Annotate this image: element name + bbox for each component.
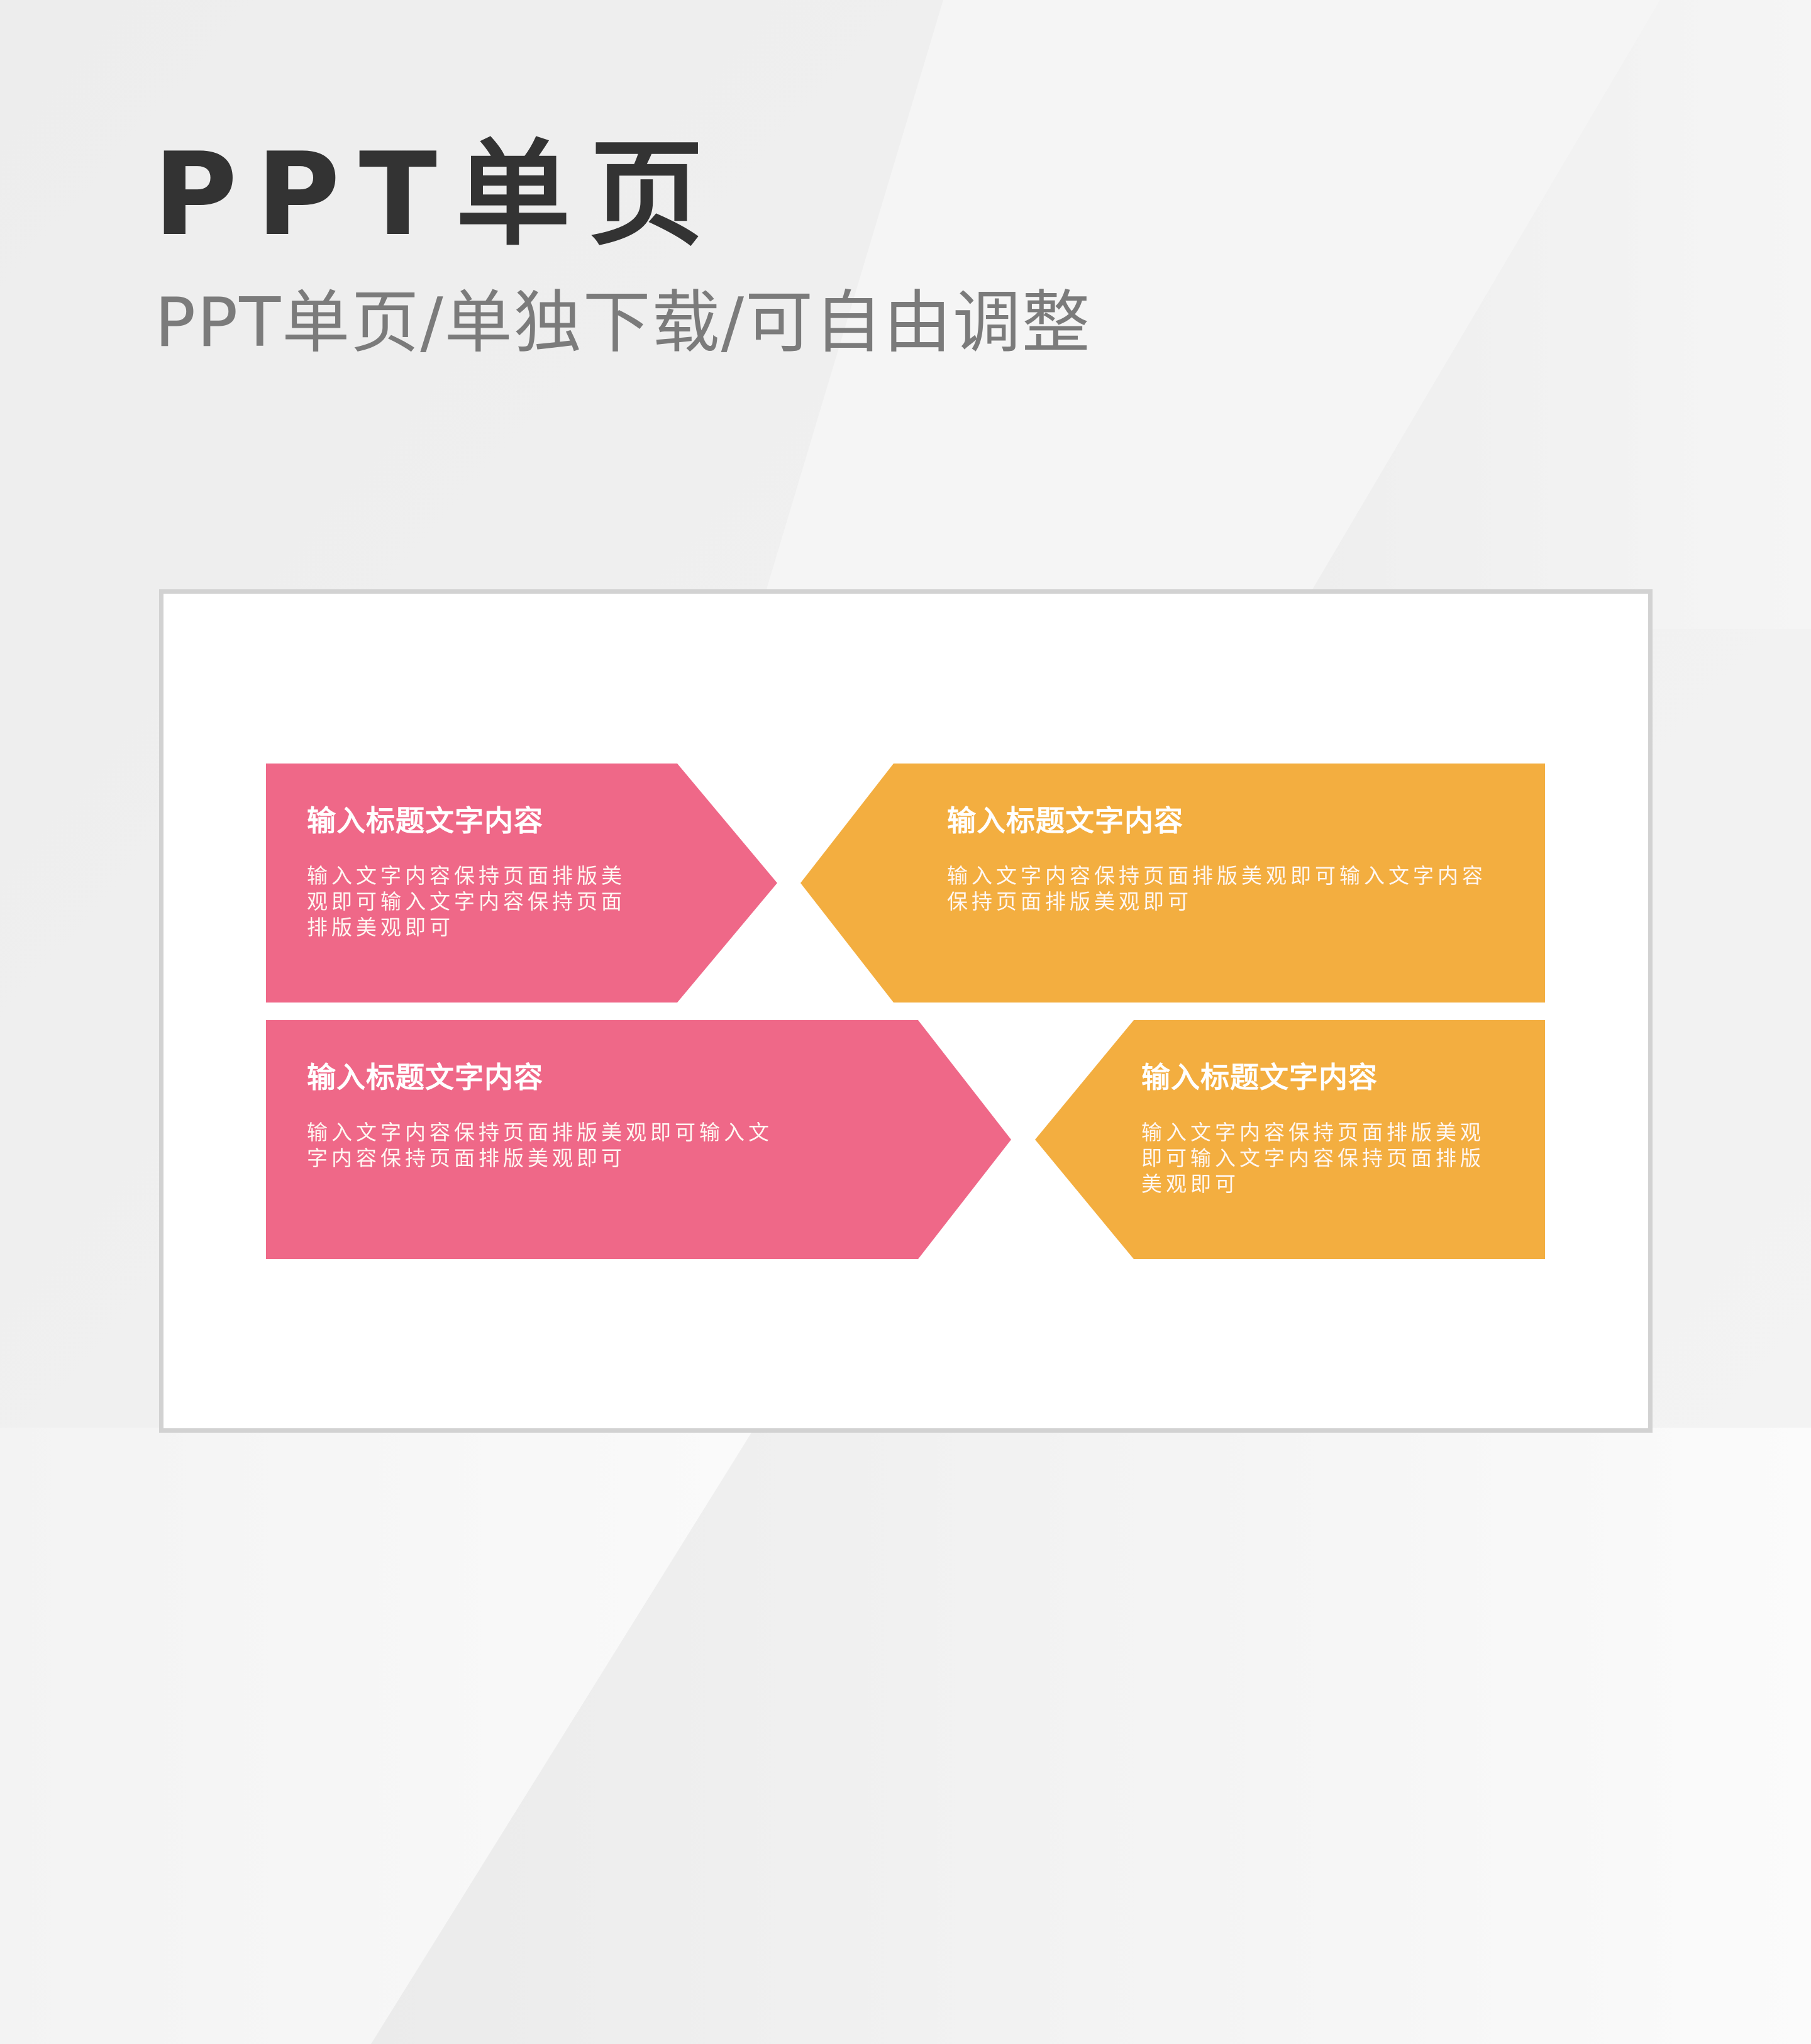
card-3: 输入标题文字内容 输入文字内容保持页面排版美观即可输入文 字内容保持页面排版美观…: [307, 1063, 773, 1171]
card-4-body-line: 输入文字内容保持页面排版美观: [1141, 1120, 1485, 1145]
card-2-title: 输入标题文字内容: [947, 804, 1183, 838]
card-1-title: 输入标题文字内容: [307, 804, 543, 838]
card-4-orange-arrow-left: [1035, 1020, 1545, 1259]
card-1-body: 输入文字内容保持页面排版美 观即可输入文字内容保持页面 排版美观即可: [307, 863, 626, 940]
card-2-orange-arrow-left: [800, 764, 1545, 1003]
card-4-body-line: 即可输入文字内容保持页面排版: [1141, 1146, 1485, 1170]
card-3-body: 输入文字内容保持页面排版美观即可输入文 字内容保持页面排版美观即可: [307, 1119, 773, 1171]
card-4-body: 输入文字内容保持页面排版美观 即可输入文字内容保持页面排版 美观即可: [1141, 1119, 1485, 1197]
card-1-pink-arrow-right: [266, 764, 777, 1003]
card-2-body: 输入文字内容保持页面排版美观即可输入文字内容 保持页面排版美观即可: [947, 863, 1487, 914]
card-2-body-line: 输入文字内容保持页面排版美观即可输入文字内容: [947, 864, 1487, 888]
card-1-body-line: 排版美观即可: [307, 915, 454, 940]
card-3-pink-arrow-right: [266, 1020, 1011, 1259]
card-2: 输入标题文字内容 输入文字内容保持页面排版美观即可输入文字内容 保持页面排版美观…: [947, 806, 1487, 914]
card-3-title: 输入标题文字内容: [307, 1060, 543, 1094]
slide-preview-frame: [159, 589, 1653, 1433]
card-2-body-line: 保持页面排版美观即可: [947, 889, 1192, 914]
card-3-body-line: 字内容保持页面排版美观即可: [307, 1146, 626, 1170]
card-1: 输入标题文字内容 输入文字内容保持页面排版美 观即可输入文字内容保持页面 排版美…: [307, 806, 626, 940]
page-subtitle: PPT单页/单独下载/可自由调整: [155, 284, 1091, 362]
page-title: PPT单页: [153, 128, 723, 261]
card-4-body-line: 美观即可: [1141, 1172, 1239, 1196]
card-4: 输入标题文字内容 输入文字内容保持页面排版美观 即可输入文字内容保持页面排版 美…: [1141, 1063, 1485, 1197]
card-3-body-line: 输入文字内容保持页面排版美观即可输入文: [307, 1120, 773, 1145]
card-4-title: 输入标题文字内容: [1141, 1060, 1378, 1094]
card-1-body-line: 观即可输入文字内容保持页面: [307, 889, 626, 914]
card-1-body-line: 输入文字内容保持页面排版美: [307, 864, 626, 888]
